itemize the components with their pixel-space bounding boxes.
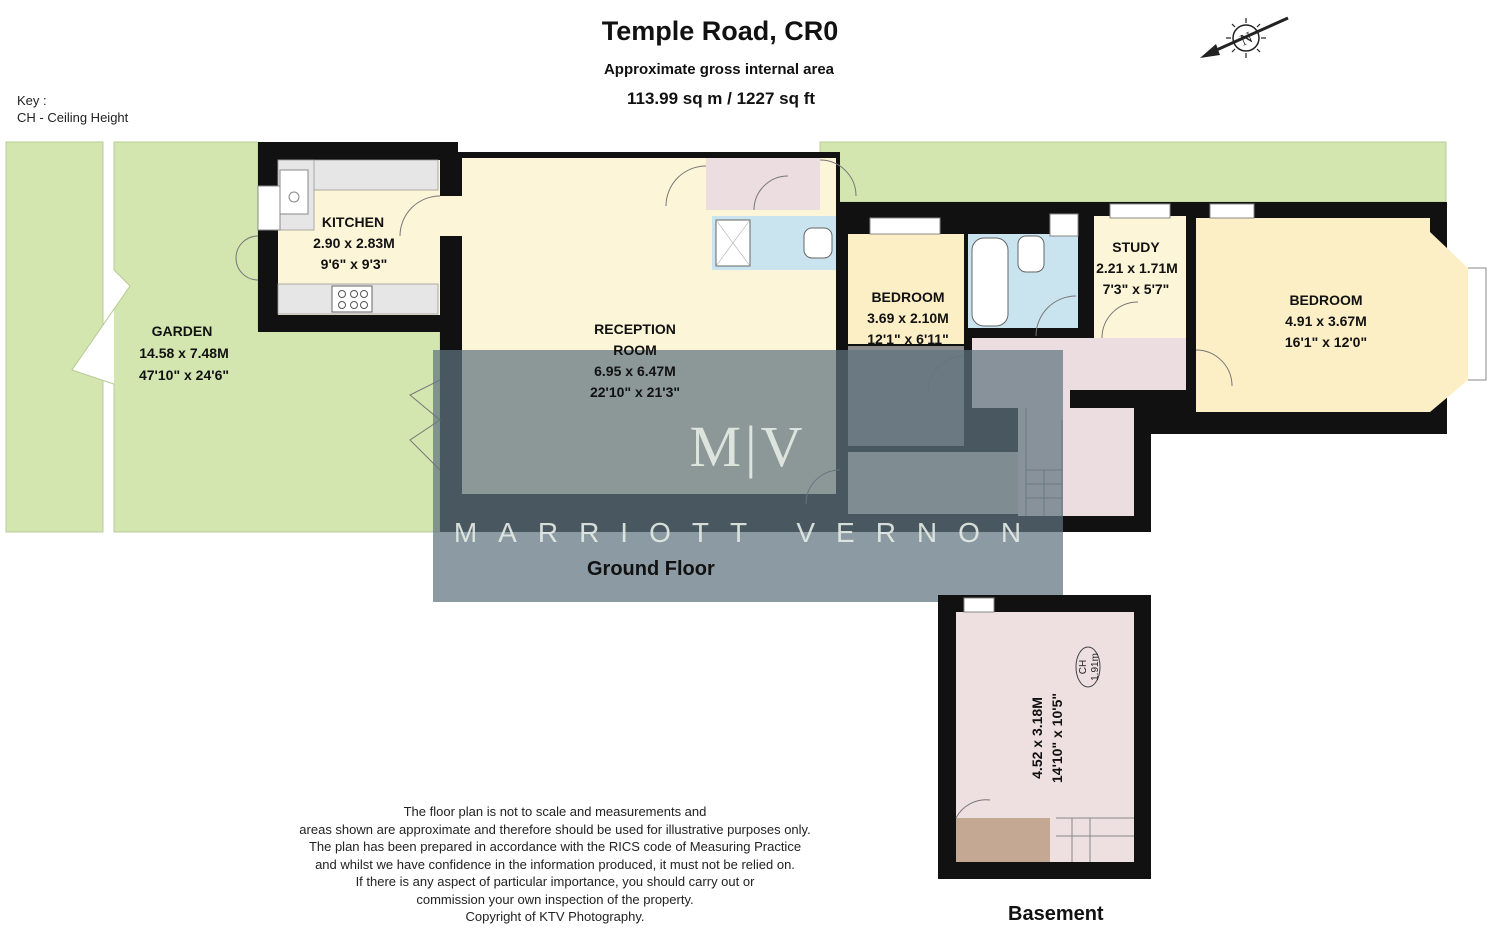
basement-metric: 4.52 x 3.18M bbox=[1029, 697, 1045, 779]
reception-metric: 6.95 x 6.47M bbox=[594, 363, 676, 379]
reception-name: RECEPTION bbox=[594, 321, 676, 337]
garden-metric: 14.58 x 7.48M bbox=[139, 345, 229, 361]
watermark-brand: MARRIOTT VERNON bbox=[454, 517, 1042, 548]
kitchen-window bbox=[257, 185, 281, 231]
garden-imperial: 47'10" x 24'6" bbox=[139, 367, 229, 383]
reception-imperial: 22'10" x 21'3" bbox=[590, 384, 680, 400]
reception-name-2: ROOM bbox=[613, 342, 657, 358]
plan-subtitle: Approximate gross internal area bbox=[603, 61, 835, 78]
garden-strip-left bbox=[5, 141, 104, 533]
key-entry: CH - Ceiling Height bbox=[17, 110, 129, 125]
watermark-banner bbox=[433, 350, 1063, 602]
study-metric: 2.21 x 1.71M bbox=[1096, 260, 1178, 276]
study-window bbox=[1109, 203, 1171, 219]
bedroom-1 bbox=[848, 234, 964, 344]
study-imperial: 7'3" x 5'7" bbox=[1103, 281, 1170, 297]
disclaimer-line: commission your own inspection of the pr… bbox=[416, 891, 694, 907]
basin-icon bbox=[1049, 213, 1079, 237]
key-heading: Key : bbox=[17, 93, 47, 108]
study-name: STUDY bbox=[1112, 239, 1160, 255]
bedroom-2-metric: 4.91 x 3.67M bbox=[1285, 313, 1367, 329]
disclaimer-line: areas shown are approximate and therefor… bbox=[299, 821, 811, 837]
basement-stairs-icon bbox=[1056, 817, 1134, 862]
kitchen-name: KITCHEN bbox=[322, 214, 384, 230]
disclaimer-line: If there is any aspect of particular imp… bbox=[355, 874, 755, 889]
bath-toilet-icon bbox=[1017, 235, 1045, 273]
study-room bbox=[1094, 216, 1186, 338]
ground-floor-label: Ground Floor bbox=[587, 558, 715, 580]
kitchen-imperial: 9'6" x 9'3" bbox=[321, 256, 388, 272]
toilet-icon bbox=[803, 227, 833, 259]
bedroom-2 bbox=[1196, 218, 1468, 412]
bedroom-2-window bbox=[1209, 203, 1255, 219]
disclaimer-line: The plan has been prepared in accordance… bbox=[308, 839, 802, 854]
bedroom-1-window bbox=[869, 217, 941, 235]
ceiling-value: 1.91m bbox=[1090, 653, 1101, 681]
basement-label: Basement bbox=[1008, 903, 1104, 925]
bath-icon bbox=[971, 237, 1009, 327]
basement-imperial: 14'10" x 10'5" bbox=[1049, 693, 1065, 783]
ceiling-height-badge bbox=[1075, 646, 1101, 688]
disclaimer-line: The floor plan is not to scale and measu… bbox=[403, 804, 707, 819]
gross-area: 113.99 sq m / 1227 sq ft bbox=[626, 89, 816, 108]
disclaimer-line: Copyright of KTV Photography. bbox=[465, 909, 645, 924]
plan-title: Temple Road, CR0 bbox=[601, 16, 839, 46]
bedroom-1-imperial: 12'1" x 6'11" bbox=[867, 331, 948, 347]
bedroom-2-imperial: 16'1" x 12'0" bbox=[1285, 334, 1367, 350]
bedroom-1-metric: 3.69 x 2.10M bbox=[867, 310, 949, 326]
disclaimer-line: and whilst we have confidence in the inf… bbox=[315, 856, 795, 872]
disclaimer: The floor plan is not to scale and measu… bbox=[280, 803, 830, 926]
front-garden bbox=[819, 141, 1447, 203]
basement-window bbox=[963, 597, 995, 613]
ceiling-tag: CH bbox=[1078, 660, 1089, 674]
bedroom-1-name: BEDROOM bbox=[871, 289, 944, 305]
legend-key: Key : CH - Ceiling Height bbox=[17, 92, 128, 126]
hallway-entrance bbox=[706, 158, 820, 210]
bedroom-2-name: BEDROOM bbox=[1289, 292, 1362, 308]
watermark-logo: M|V bbox=[689, 414, 806, 479]
kitchen-metric: 2.90 x 2.83M bbox=[313, 235, 395, 251]
garden-name: GARDEN bbox=[152, 323, 213, 339]
compass-icon: N bbox=[1200, 16, 1289, 58]
